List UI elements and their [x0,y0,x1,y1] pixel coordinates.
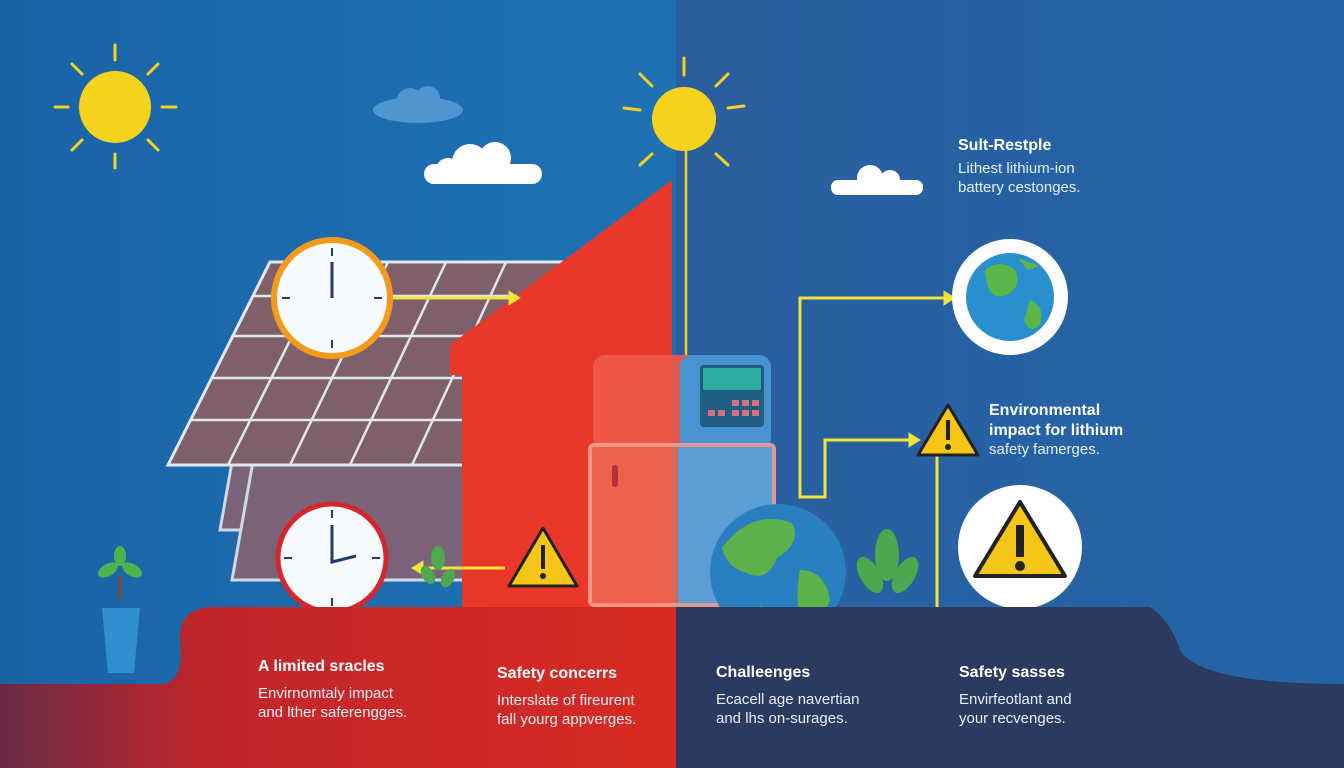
sun-icon [53,43,178,170]
panel-line: your recvenges. [959,709,1066,727]
panel-line: and lhs on-surages. [716,709,848,727]
panel-safety-concerns: Safety concerrs Interslate of fireurent … [497,664,636,730]
panel-limited: A limited sracles Envirnomtaly impact an… [258,657,407,723]
sun-icon [622,56,746,357]
clock-icon [271,237,393,359]
arrow-connectors [390,290,956,608]
plant-icon [856,529,919,594]
callout-line: safety famerges. [989,441,1100,458]
warning-icon [916,403,980,457]
ground-right [676,607,1344,768]
warning-icon [507,526,579,588]
plant-icon [98,546,142,673]
clock-icon [275,501,389,615]
callout-title: impact for lithium [989,422,1124,439]
warning-icon [958,485,1082,609]
ground-left [0,607,676,768]
callout-title: Sult-Restple [958,137,1052,154]
globe-icon [952,239,1068,355]
middle-right-callout: Environmental impact for lithium safety … [989,401,1123,460]
panel-line: Envirnomtaly impact [258,685,394,702]
callout-title: Environmental [989,402,1101,419]
plant-icon [420,546,456,588]
panel-line: Ecacell age navertian [716,691,860,708]
callout-line: battery cestonges. [958,178,1081,196]
panel-title: Safety sasses [959,664,1065,681]
panel-safety-sasses: Safety sasses Envirfeotlant and your rec… [959,663,1072,729]
panel-line: Envirfeotlant and [959,691,1072,708]
panel-title: Safety concerrs [497,665,618,682]
callout-line: Lithest lithium-ion [958,160,1075,177]
panel-title: A limited sracles [258,658,385,675]
panel-line: fall yourg appverges. [497,710,637,728]
cloud-icon [424,142,542,184]
panel-challenges: Challeenges Ecacell age navertian and lh… [716,663,859,729]
panel-line: and lther saferengges. [258,703,408,721]
top-right-callout: Sult-Restple Lithest lithium-ion battery… [958,136,1081,198]
panel-line: Interslate of fireurent [497,692,635,709]
cloud-icon [373,86,463,123]
cloud-icon [831,165,923,195]
panel-title: Challeenges [716,664,811,681]
